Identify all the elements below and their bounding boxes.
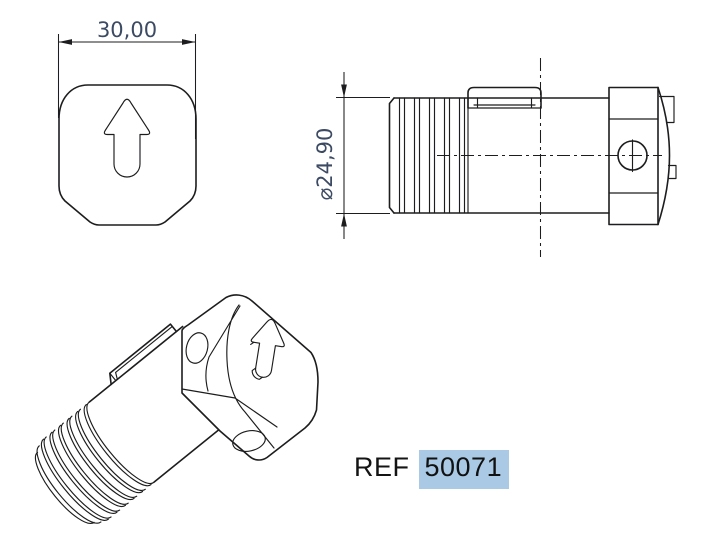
thread-section xyxy=(388,97,610,214)
thread-end-chamfer xyxy=(388,97,395,214)
iso-head-silhouette xyxy=(181,294,319,461)
head-end-steps xyxy=(658,95,677,180)
reference-prefix: REF xyxy=(354,452,410,482)
diameter-dimension-text: ⌀24,90 xyxy=(313,128,337,201)
head-outline xyxy=(608,86,659,226)
head-chamfer-lines xyxy=(608,118,659,194)
iso-bottom-hole xyxy=(232,430,266,452)
iso-tab-facets xyxy=(109,325,173,382)
iso-tab xyxy=(109,323,178,386)
tab-outline xyxy=(467,86,542,109)
reference-label: REF 50071 xyxy=(354,450,510,489)
diameter-dimension: ⌀24,90 xyxy=(313,72,390,239)
iso-side-hole xyxy=(185,332,209,364)
side-view: ⌀24,90 xyxy=(313,58,677,257)
front-view: 30,00 xyxy=(57,18,197,226)
tab-inner-lines xyxy=(467,97,542,109)
extension-lines xyxy=(336,96,390,215)
side-head xyxy=(608,86,677,226)
iso-thread-arcs xyxy=(34,401,155,524)
isometric-view xyxy=(34,294,319,524)
iso-arrow-depth-lines xyxy=(250,341,263,380)
iso-head-face-edges xyxy=(181,304,278,449)
iso-arrow-cutout xyxy=(250,318,285,380)
iso-body-silhouette xyxy=(88,325,220,483)
head-end-arc xyxy=(657,86,671,226)
iso-arrow-outline xyxy=(250,318,285,378)
iso-cylinder xyxy=(34,323,220,524)
side-tab xyxy=(467,86,542,109)
reference-number[interactable]: 50071 xyxy=(418,450,510,489)
width-dimension-text: 30,00 xyxy=(97,18,157,42)
front-arrow-cutout xyxy=(103,98,151,178)
thread-lines xyxy=(398,97,466,214)
front-outline xyxy=(58,84,197,226)
width-dimension: 30,00 xyxy=(57,18,197,139)
iso-head xyxy=(181,294,319,461)
